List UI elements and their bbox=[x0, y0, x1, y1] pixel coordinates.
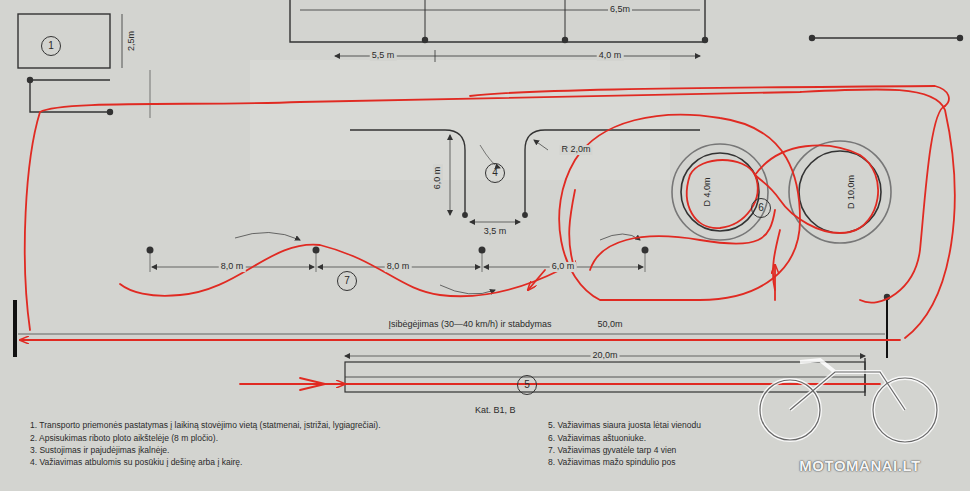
dimension-label: 6,0 m bbox=[433, 165, 443, 192]
legend-note: 8. Važiavimas mažo spindulio pos bbox=[548, 458, 753, 468]
legend-note: 7. Važiavimas gyvatėle tarp 4 vien bbox=[548, 446, 753, 456]
callout-number: 1 bbox=[41, 36, 61, 56]
callout-text: 5 bbox=[524, 380, 530, 390]
dimension-label: 20,0m bbox=[590, 351, 619, 361]
callout-text: 4 bbox=[492, 168, 498, 178]
legend-note: 6. Važiavimas aštuoniuke. bbox=[548, 434, 753, 444]
dimension-label: 6,0 m bbox=[550, 262, 577, 272]
callout-number: 5 bbox=[517, 375, 537, 395]
dimension-label: 50,0m bbox=[595, 320, 624, 330]
callout-text: 1 bbox=[48, 41, 54, 51]
legend-note: 3. Sustojimas ir pajudėjimas įkalnėje. bbox=[30, 446, 530, 456]
dimension-label: D 10,0m bbox=[847, 173, 857, 211]
dimension-label: 2,5m bbox=[127, 29, 137, 53]
callout-number: 7 bbox=[337, 271, 357, 291]
dimension-label: Įsibėgėjimas (30—40 km/h) ir stabdymas bbox=[386, 320, 553, 330]
dimension-label: D 4,0m bbox=[703, 175, 713, 208]
dimension-label: 6,5m bbox=[608, 5, 632, 15]
dimension-label: R 2,0m bbox=[559, 145, 592, 155]
callout-number: 6 bbox=[751, 198, 771, 218]
legend-note: 2. Apsisukimas riboto ploto aikštelėje (… bbox=[30, 434, 530, 444]
dimension-label: 8,0 m bbox=[385, 262, 412, 272]
dimension-label: 4,0 m bbox=[597, 51, 624, 61]
callout-text: 6 bbox=[758, 203, 764, 213]
legend-note: 4. Važiavimas atbulomis su posūkiu į deš… bbox=[30, 458, 530, 468]
dimension-label: 8,0 m bbox=[219, 262, 246, 272]
callout-number: 4 bbox=[485, 163, 505, 183]
callout-text: 7 bbox=[344, 276, 350, 286]
course-title: Kat. B1, B bbox=[475, 406, 516, 416]
dimension-label: 3,5 m bbox=[482, 227, 509, 237]
legend-note: 1. Transporto priemonės pastatymas į lai… bbox=[30, 421, 530, 431]
dimension-label: 5,5 m bbox=[370, 51, 397, 61]
watermark: MOTOMANAI.LT bbox=[799, 458, 920, 475]
legend-note: 5. Važiavimas siaura juosta lėtai vienod… bbox=[548, 421, 753, 431]
